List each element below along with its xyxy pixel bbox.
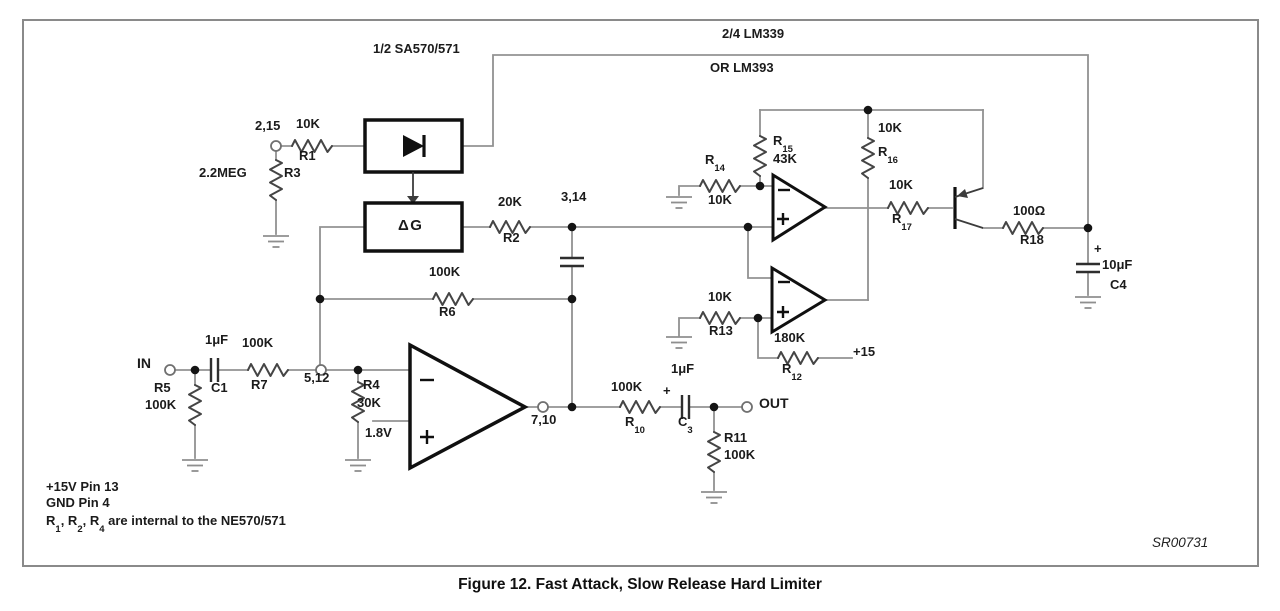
label-pin-2-15: 2,15: [255, 118, 281, 133]
label-r3-value: 2.2MEG: [199, 165, 247, 180]
label-r15-ref: R15: [773, 133, 793, 155]
label-c1-value: 1μF: [205, 332, 229, 347]
emitter-arrow-icon: [957, 189, 968, 198]
label-note-gnd: GND Pin 4: [46, 495, 110, 510]
figure-caption: Figure 12. Fast Attack, Slow Release Har…: [458, 576, 822, 593]
plus-sign-icon: [777, 306, 789, 318]
in-terminal: [164, 364, 176, 376]
label-r12-ref: R12: [782, 361, 802, 383]
label-r14-ref: R14: [705, 152, 725, 174]
label-r11-ref: R11: [724, 430, 748, 445]
label-sa570: 1/2 SA570/571: [373, 41, 460, 56]
label-lm339: 2/4 LM339: [722, 26, 785, 41]
label-r16-value: 10K: [878, 120, 902, 135]
label-pin-7-10: 7,10: [531, 412, 557, 427]
label-r13-value: 10K: [708, 289, 732, 304]
rectifier-block: [363, 118, 464, 204]
label-r1-value: 10K: [296, 116, 320, 131]
ground-icon: [700, 491, 728, 504]
ground-icon: [665, 336, 693, 349]
label-r17-ref: R17: [892, 211, 912, 233]
label-r14-value: 10K: [708, 192, 732, 207]
label-c3-value: 1μF: [671, 361, 695, 376]
diode-icon: [403, 135, 424, 157]
plus-sign-icon: [420, 430, 434, 444]
label-r16-ref: R16: [878, 144, 898, 166]
label-r4-value: 30K: [357, 395, 381, 410]
ground-icon: [181, 459, 209, 472]
comparator2-symbol: [770, 265, 828, 335]
resistor-r16: [861, 137, 875, 179]
label-note-supply: +15V Pin 13: [46, 479, 119, 494]
label-pin-3-14: 3,14: [561, 189, 587, 204]
label-r10-ref: R10: [625, 414, 645, 436]
resistor-r7: [247, 363, 289, 377]
resistor-symbols: [188, 135, 1044, 473]
label-r15-value: 43K: [773, 151, 797, 166]
ground-icon: [262, 235, 290, 248]
label-doc-number: SR00731: [1152, 535, 1209, 550]
label-r11-value: 100K: [724, 447, 756, 462]
figure-border: [22, 19, 1259, 567]
label-r10-value: 100K: [611, 379, 643, 394]
resistor-r5: [188, 384, 202, 426]
label-c3-ref: C3: [678, 414, 693, 436]
label-note-internal: R1, R2, R4 are internal to the NE570/571: [46, 513, 286, 535]
comparator1-symbol: [771, 172, 828, 243]
label-in: IN: [137, 355, 151, 371]
transistor-symbol: [953, 187, 984, 229]
label-r2-value: 20K: [498, 194, 522, 209]
label-c1-ref: C1: [211, 380, 228, 395]
label-lm393: OR LM393: [710, 60, 774, 75]
label-r5-value: 100K: [145, 397, 177, 412]
junction-dots: [190, 105, 1093, 412]
resistor-r15: [753, 135, 767, 177]
ground-icon: [344, 459, 372, 472]
label-c4-ref: C4: [1110, 277, 1127, 292]
opamp-symbol: [408, 342, 529, 471]
label-r7-ref: R7: [251, 377, 268, 392]
pin-2-15-terminal: [270, 140, 282, 152]
capacitor-symbols: [209, 256, 1100, 419]
gain-cell-block: [363, 201, 464, 253]
label-c3-plus: +: [663, 383, 671, 398]
label-r4-ref: R4: [363, 377, 380, 392]
label-r6-value: 100K: [429, 264, 461, 279]
label-r3-ref: R3: [284, 165, 301, 180]
resistor-r11: [707, 431, 721, 473]
label-plus15: +15: [853, 344, 876, 359]
label-r5-ref: R5: [154, 380, 171, 395]
ground-icon: [665, 196, 693, 209]
label-r18-value: 100Ω: [1013, 203, 1046, 218]
label-r17-value: 10K: [889, 177, 913, 192]
label-out: OUT: [759, 395, 789, 411]
label-r1-ref: R1: [299, 148, 316, 163]
label-c4-value: 10μF: [1102, 257, 1133, 272]
label-r12-value: 180K: [774, 330, 806, 345]
pin-7-10-terminal: [537, 401, 549, 413]
label-pin-5-12: 5,12: [304, 370, 330, 385]
label-delta-g: ΔG: [398, 217, 424, 234]
label-r2-ref: R2: [503, 230, 520, 245]
ground-icon: [1074, 296, 1102, 309]
wires: [174, 54, 1089, 491]
label-r6-ref: R6: [439, 304, 456, 319]
label-r13-ref: R13: [709, 323, 733, 338]
resistor-r10: [619, 400, 661, 414]
resistor-r14: [699, 179, 741, 193]
arrow-down-icon: [407, 196, 419, 204]
label-r7-value: 100K: [242, 335, 274, 350]
label-r18-ref: R18: [1020, 232, 1044, 247]
label-1v8: 1.8V: [365, 425, 392, 440]
plus-sign-icon: [777, 213, 789, 225]
out-terminal: [741, 401, 753, 413]
label-c4-plus: +: [1094, 241, 1102, 256]
resistor-r3: [269, 159, 283, 201]
